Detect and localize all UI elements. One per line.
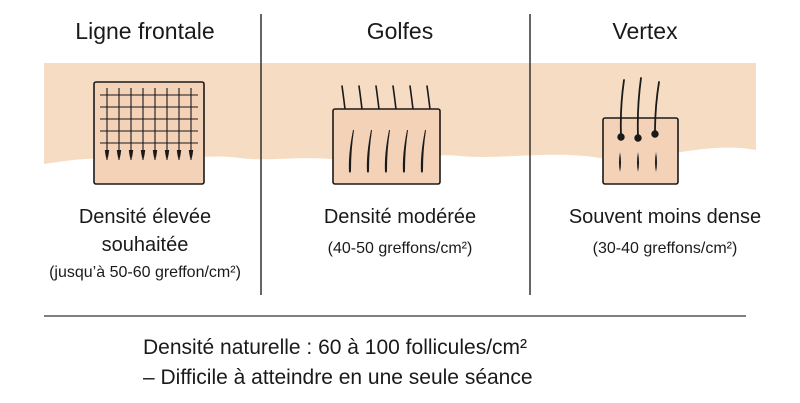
temples-density-range: (40-50 greffons/cm²): [327, 240, 473, 257]
follicle-bulb: [164, 150, 170, 159]
hair-strand: [420, 130, 426, 173]
hair-strand: [636, 77, 642, 137]
natural-density-note: Densité naturelle : 60 à 100 follicules/…: [143, 336, 528, 359]
hair-strand: [619, 79, 625, 136]
hair-strand: [384, 130, 390, 173]
follicle-bulb: [617, 133, 625, 141]
vertex-patch: [602, 77, 679, 185]
hair-strand: [402, 130, 408, 173]
vertex-density-label: Souvent moins dense: [568, 206, 762, 228]
column-title-frontal: Ligne frontale: [75, 18, 215, 44]
hair-strands-bottom: [619, 152, 657, 172]
column-title-vertex: Vertex: [612, 18, 678, 44]
hair-strand: [654, 81, 660, 133]
hair-strands-top: [617, 77, 660, 142]
hair-strands-bottom: [348, 130, 426, 173]
follicle-bulb: [140, 150, 146, 159]
follicle-bulb: [152, 150, 158, 159]
temple-patch: [332, 85, 441, 185]
frontal-hairline-patch: [93, 81, 205, 185]
single-session-note: – Difficile à atteindre en une seule séa…: [143, 366, 533, 389]
follicle-bulb: [651, 130, 659, 138]
temples-density-label: Densité modérée: [323, 206, 477, 228]
frontal-density-range: (jusqu’à 50-60 greffon/cm²): [49, 264, 241, 281]
follicle-bulb: [176, 150, 182, 159]
follicle-bulb: [104, 150, 110, 159]
follicle-bulb: [128, 150, 134, 159]
hair-graft-grid: [100, 88, 198, 160]
follicle-bulb: [116, 150, 122, 159]
hair-strand: [366, 130, 372, 173]
frontal-density-label-2: souhaitée: [101, 234, 189, 256]
follicle-bulb: [188, 150, 194, 159]
hair-strand: [637, 152, 639, 172]
hair-strand: [619, 152, 621, 172]
follicle-bulbs: [104, 150, 194, 159]
column-title-temples: Golfes: [366, 18, 434, 44]
follicle-bulb: [634, 134, 642, 142]
vertex-density-range: (30-40 greffons/cm²): [592, 240, 738, 257]
hair-strand: [348, 130, 354, 173]
hair-strand: [655, 152, 657, 172]
frontal-density-label: Densité élevée: [78, 206, 212, 228]
